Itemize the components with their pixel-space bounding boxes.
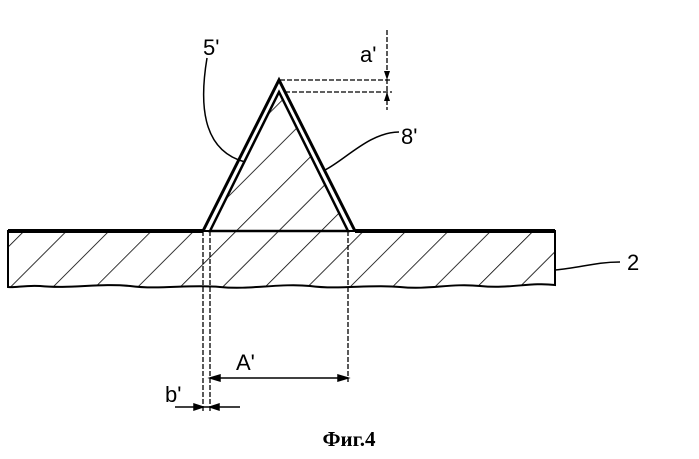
dimension-A	[210, 375, 348, 381]
leader-8	[325, 132, 399, 170]
label-coating: 8'	[401, 124, 417, 149]
label-width: A'	[236, 350, 255, 375]
dimension-b	[175, 404, 240, 410]
label-tooth: 5'	[203, 35, 219, 60]
figure-caption: Фиг.4	[322, 427, 376, 451]
base-plate	[8, 231, 555, 288]
label-base-offset: b'	[165, 382, 181, 407]
leader-5	[204, 58, 245, 162]
label-base: 2	[627, 250, 639, 275]
label-apex-offset: a'	[360, 42, 376, 67]
leader-2	[555, 262, 620, 270]
